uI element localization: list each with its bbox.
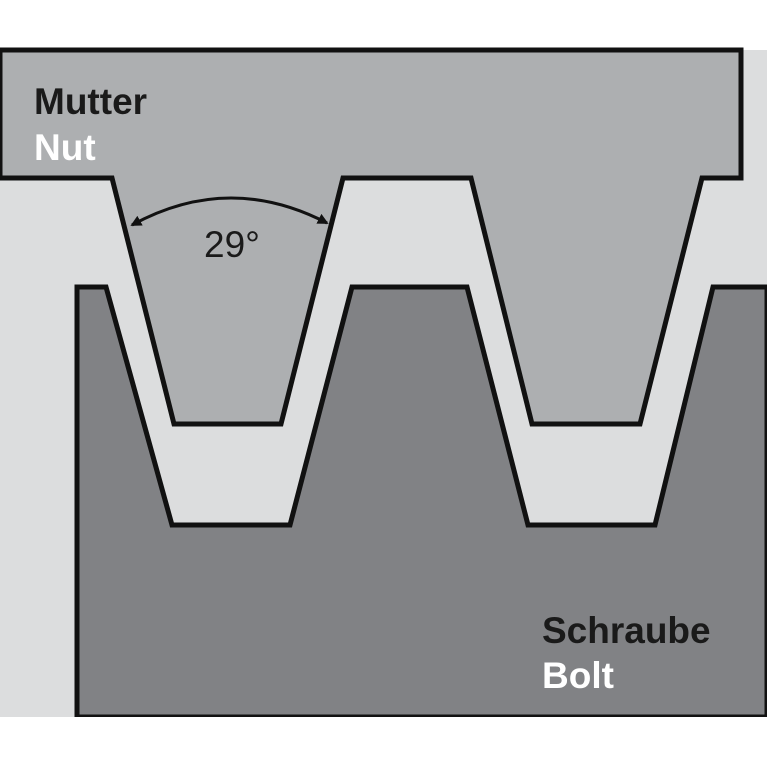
angle-label: 29° xyxy=(204,224,260,265)
nut-body xyxy=(0,47,744,427)
bottom-edge xyxy=(0,717,767,767)
bolt-label-en: Bolt xyxy=(542,655,614,696)
nut-label-en: Nut xyxy=(34,127,96,168)
nut-label-de: Mutter xyxy=(34,81,147,122)
angle-arc xyxy=(130,196,329,227)
bolt-body xyxy=(74,284,767,720)
bolt-label-de: Schraube xyxy=(542,610,711,651)
